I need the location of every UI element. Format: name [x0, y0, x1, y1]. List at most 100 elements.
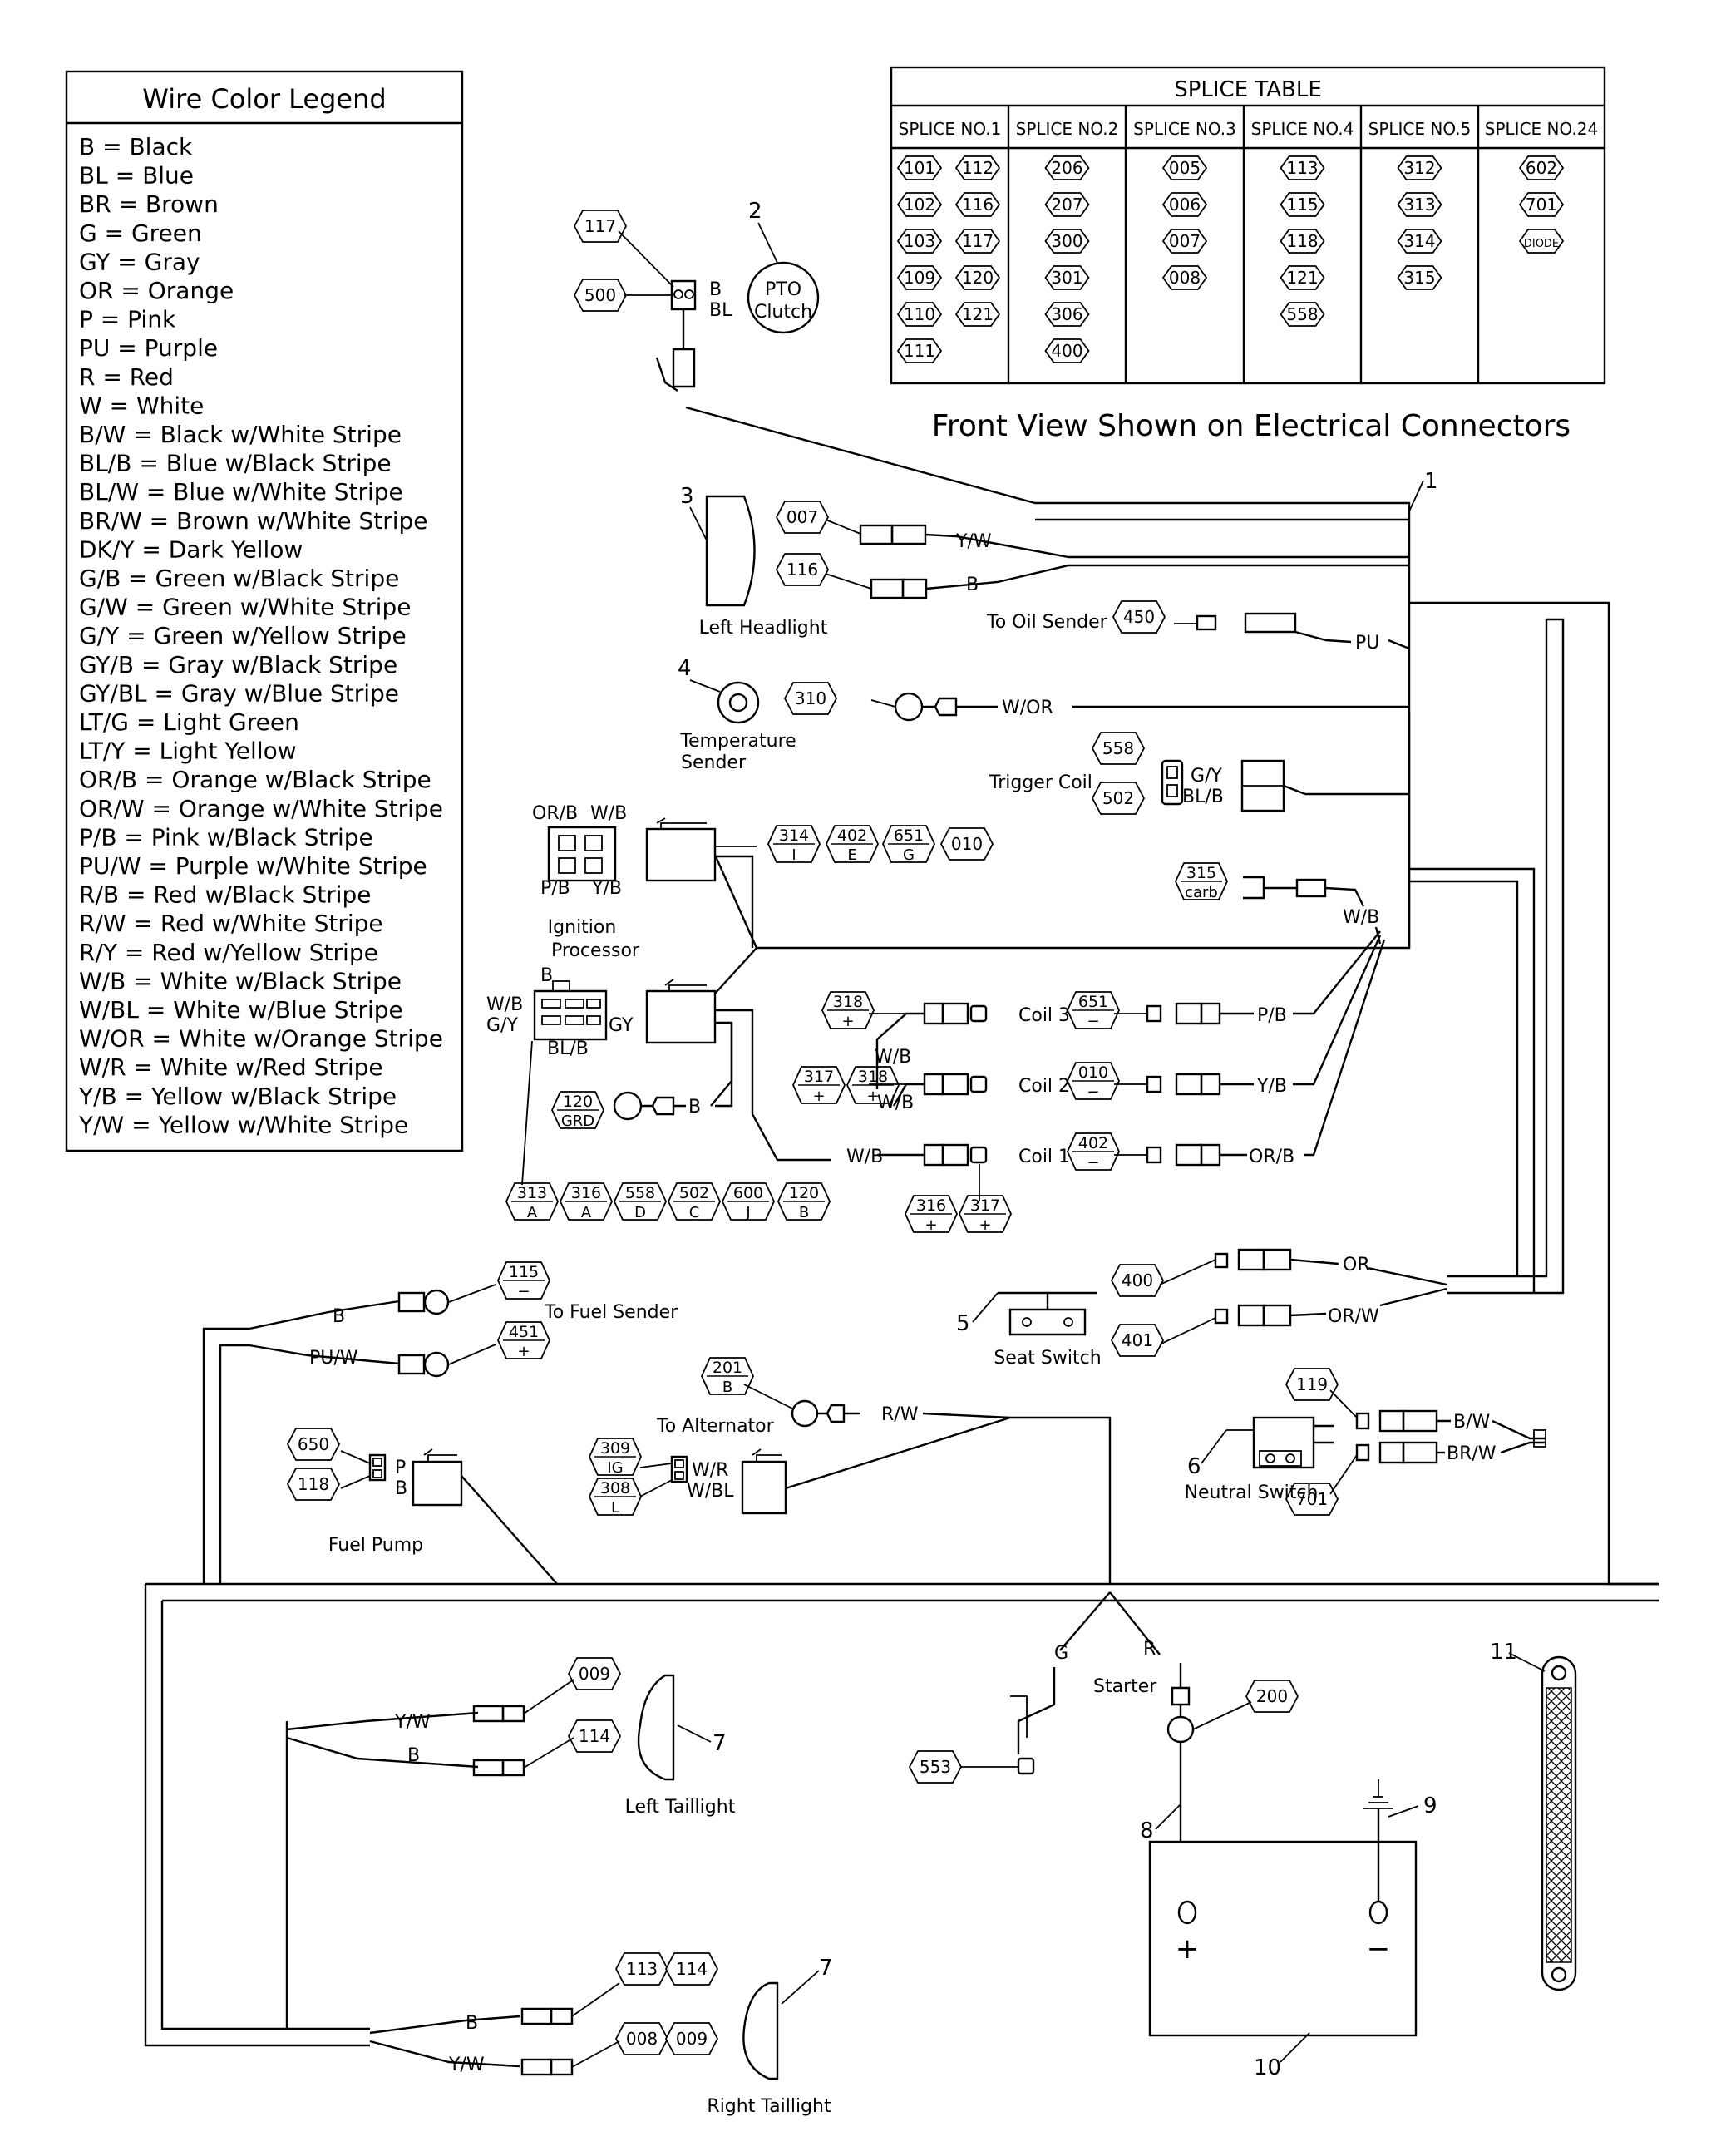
wire-tag-701-text: 701: [1296, 1489, 1328, 1509]
wire-tag-317a: 317+: [792, 1066, 846, 1105]
wire-tag-315-sub: carb: [1185, 884, 1218, 901]
coil-3-label: Coil 3: [1018, 1005, 1070, 1026]
legend-item: R = Red: [79, 363, 174, 391]
wire-headlight-b: B: [966, 575, 979, 595]
wire-oil-pu: PU: [1355, 633, 1379, 654]
legend-item: BL/B = Blue w/Black Stripe: [79, 450, 392, 477]
legend-item: G/B = Green w/Black Stripe: [79, 565, 399, 592]
left-headlight-label: Left Headlight: [699, 618, 828, 639]
legend-item: LT/G = Light Green: [79, 708, 299, 736]
processor-connector: B W/B G/Y GY BL/B B: [486, 965, 831, 1186]
splice-tag-text: 701: [1526, 195, 1557, 215]
callout-6: 6: [1187, 1454, 1201, 1479]
wire-neutral-brw: BR/W: [1447, 1443, 1497, 1464]
legend-item: W/BL = White w/Blue Stripe: [79, 996, 403, 1024]
splice-tag-text: 110: [904, 304, 935, 324]
splice-column-header: SPLICE NO.3: [1133, 119, 1236, 139]
legend-item: BL/W = Blue w/White Stripe: [79, 478, 403, 506]
to-alternator-label: To Alternator: [656, 1416, 775, 1437]
wire-tag-114b: 114: [664, 1952, 719, 1986]
temp-sender-label-2: Sender: [681, 752, 747, 773]
wire-tag-451-sub: +: [517, 1343, 530, 1360]
wire-tag-316b: 316+: [905, 1195, 958, 1234]
wire-trig-gy: G/Y: [1191, 766, 1222, 787]
splice-tag: 314: [1397, 229, 1442, 254]
wire-tag-010a: 010: [939, 827, 994, 861]
wire-rt-b: B: [466, 2013, 478, 2034]
wire-tag-701: 701: [1285, 1483, 1339, 1516]
wire-tag-115-sub: −: [517, 1283, 530, 1300]
wire-tag-308-sub: L: [611, 1499, 619, 1517]
wire-tag-553-text: 553: [920, 1757, 951, 1777]
wire-proc-gy1: G/Y: [486, 1015, 518, 1036]
legend-item: PU/W = Purple w/White Stripe: [79, 852, 427, 880]
wire-tag-009a: 009: [567, 1657, 622, 1690]
splice-tag: 313: [1397, 192, 1442, 217]
legend-item: Y/W = Yellow w/White Stripe: [78, 1111, 408, 1138]
wire-tag-316b-sub: +: [925, 1216, 937, 1234]
wire-tag-402a-sub: E: [847, 846, 856, 864]
splice-tag-text: 008: [1169, 268, 1201, 288]
splice-tag-text: 101: [904, 158, 935, 178]
splice-tag: 005: [1161, 155, 1208, 180]
legend-item: BR = Brown: [79, 190, 219, 218]
wire-tag-401: 401: [1110, 1324, 1165, 1357]
wire-tag-502: 502: [1091, 782, 1146, 815]
starter-label: Starter: [1093, 1676, 1157, 1697]
wire-tag-402a-number: 402: [837, 826, 867, 845]
wire-tag-313-number: 313: [517, 1184, 547, 1202]
splice-tag-text: 315: [1403, 268, 1435, 288]
wire-tag-558b-sub: D: [634, 1204, 646, 1221]
wire-tag-316a-sub: A: [581, 1204, 592, 1221]
wire-tag-009b-text: 009: [676, 2029, 708, 2049]
temperature-sender: 4 Temperature Sender W/OR: [678, 656, 1409, 773]
splice-tag-text: 116: [962, 195, 994, 215]
wire-tag-500-text: 500: [584, 285, 616, 305]
main-harness: [144, 406, 1659, 2047]
wire-tag-114a: 114: [567, 1719, 622, 1753]
splice-tag-text: 301: [1051, 268, 1082, 288]
splice-column-header: SPLICE NO.5: [1368, 119, 1472, 139]
wire-tag-118: 118: [286, 1468, 341, 1501]
splice-tag: 109: [896, 265, 943, 290]
wire-rt-yw: Y/W: [448, 2055, 485, 2075]
wire-seat-orw: OR/W: [1328, 1306, 1379, 1327]
splice-tag-text: 117: [962, 231, 994, 251]
wire-tag-010b-number: 010: [1078, 1063, 1108, 1082]
wire-tag-600-sub: J: [745, 1204, 750, 1221]
left-headlight: 3 Left Headlight Y/W B: [680, 484, 1069, 639]
legend-item: GY = Gray: [79, 248, 200, 275]
wire-tag-200: 200: [1245, 1680, 1299, 1713]
wire-proc-b: B: [540, 965, 553, 986]
splice-tag: 120: [954, 265, 1001, 290]
splice-tag: 300: [1044, 229, 1090, 254]
legend-item: OR = Orange: [79, 277, 234, 304]
wire-tag-317a-number: 317: [804, 1068, 834, 1086]
wire-tag-317b-sub: +: [979, 1216, 991, 1234]
wire-pump-p: P: [395, 1458, 406, 1478]
wire-tag-558b-number: 558: [625, 1184, 655, 1202]
wire-proc-gy2: GY: [609, 1015, 634, 1036]
wire-tag-120a-number: 120: [563, 1093, 593, 1111]
legend-item: BL = Blue: [79, 162, 194, 190]
splice-tag: 007: [1161, 229, 1208, 254]
to-fuel-sender-label: To Fuel Sender: [544, 1302, 678, 1323]
legend-item: P/B = Pink w/Black Stripe: [79, 823, 373, 851]
legend-item: W/R = White w/Red Stripe: [79, 1053, 383, 1081]
seat-switch-label: Seat Switch: [994, 1348, 1101, 1369]
splice-tag-text: 120: [962, 268, 994, 288]
splice-tag: 206: [1044, 155, 1090, 180]
splice-tag: 103: [896, 229, 943, 254]
splice-tag: 602: [1518, 155, 1565, 180]
splice-tag-text: 300: [1051, 231, 1082, 251]
legend-item: G/W = Green w/White Stripe: [79, 594, 411, 621]
wire-tag-117-text: 117: [584, 216, 616, 236]
splice-tag-text: 207: [1051, 195, 1082, 215]
